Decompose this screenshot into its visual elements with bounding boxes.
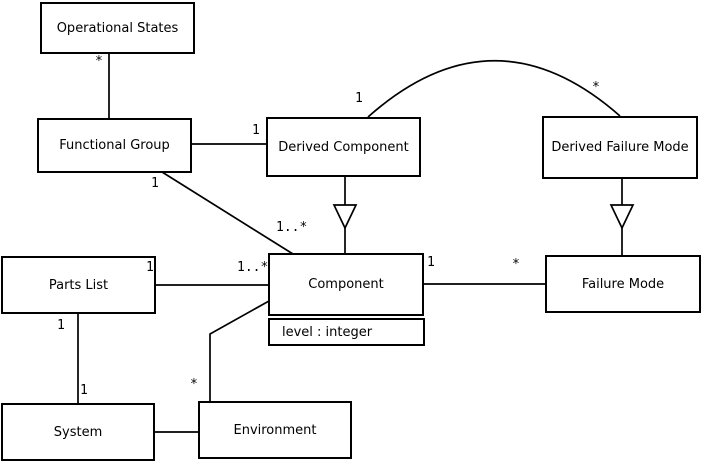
multiplicity-operationalstates-end: * [95,54,103,69]
multiplicity-arc-derivedcomponent-end: 1 [355,91,363,106]
class-name-failure-mode: Failure Mode [581,276,665,292]
class-derived-failure-mode[interactable]: Derived Failure Mode [542,116,698,179]
multiplicity-failuremode-end: * [512,257,520,272]
class-component-attribute-compartment[interactable]: level : integer [268,318,425,346]
multiplicity-partslist-end: 1 [146,260,154,275]
association-line-functionalgroup-component [161,171,294,255]
attribute-level-integer: level : integer [282,324,373,340]
class-name-parts-list: Parts List [48,277,109,293]
class-name-derived-component: Derived Component [278,139,409,155]
class-name-system: System [53,424,103,440]
class-name-derived-failure-mode: Derived Failure Mode [551,140,689,155]
multiplicity-functionalgroup-end: 1 [151,176,159,191]
class-name-environment: Environment [233,422,317,438]
generalization-triangle-failuremode-icon [609,204,635,230]
multiplicity-system-end: 1 [80,383,88,398]
class-name-functional-group: Functional Group [59,138,170,153]
multiplicity-partslist-bottom-end: 1 [57,318,65,333]
class-parts-list[interactable]: Parts List [1,256,156,314]
class-functional-group[interactable]: Functional Group [37,118,192,173]
class-derived-component[interactable]: Derived Component [266,117,421,177]
multiplicity-arc-derivedfailuremode-end: * [592,80,600,95]
association-arc-derivedcomponent-derivedfailuremode [367,59,621,118]
multiplicity-component-end-diagonal: 1..* [276,220,308,235]
multiplicity-environment-end: * [190,377,198,392]
association-line-environment-component [209,300,270,402]
multiplicity-derivedcomponent-end: 1 [252,123,260,138]
multiplicity-component-end-right: 1 [427,255,435,270]
class-operational-states[interactable]: Operational States [40,2,195,54]
class-failure-mode[interactable]: Failure Mode [545,255,701,313]
class-system[interactable]: System [1,403,155,461]
class-component[interactable]: Component [268,253,424,316]
generalization-triangle-component-icon [332,204,358,230]
class-name-operational-states: Operational States [56,20,179,36]
class-environment[interactable]: Environment [198,401,352,459]
class-name-component: Component [308,277,384,292]
multiplicity-component-end-left: 1..* [237,260,269,275]
